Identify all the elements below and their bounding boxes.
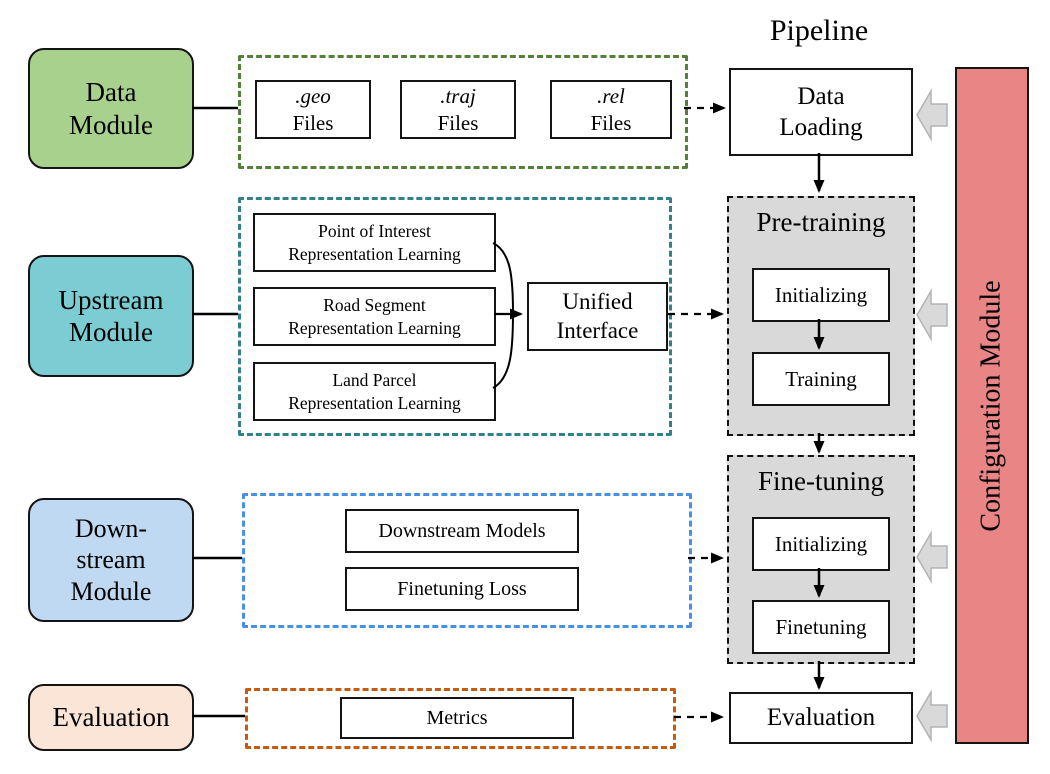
data-files-group (238, 55, 688, 169)
traj-ext-label: .traj (440, 84, 476, 109)
finetuning-initializing-box: Initializing (752, 517, 890, 571)
pipeline-evaluation-box: Evaluation (729, 692, 913, 744)
geo-files-box: .geo Files (255, 80, 371, 139)
traj-files-box: .traj Files (400, 80, 516, 139)
downstream-group (242, 493, 692, 628)
pretraining-title: Pre-training (756, 207, 886, 237)
config-arrow-finetuning-icon (916, 530, 948, 584)
rel-ext-label: .rel (597, 84, 625, 109)
finetuning-loss-box: Finetuning Loss (345, 567, 579, 611)
pretraining-training-box: Training (752, 352, 890, 406)
configuration-module-bar: Configuration Module (955, 67, 1029, 744)
finetuning-title: Fine-tuning (758, 466, 884, 496)
geo-files-label: Files (292, 110, 334, 135)
downstream-models-box: Downstream Models (345, 509, 579, 553)
config-arrow-pretraining-icon (916, 288, 948, 342)
config-arrow-evaluation-icon (916, 689, 948, 743)
downstream-module-label: Down- stream Module (70, 514, 152, 606)
evaluation-group (245, 688, 676, 749)
traj-files-label: Files (437, 110, 479, 135)
downstream-module-box: Down- stream Module (28, 498, 194, 622)
data-loading-box: Data Loading (729, 68, 913, 156)
poi-representation-box: Point of Interest Representation Learnin… (253, 213, 496, 272)
upstream-module-box: Upstream Module (28, 255, 194, 377)
configuration-module-label: Configuration Module (976, 279, 1008, 532)
evaluation-module-label: Evaluation (52, 702, 170, 733)
unified-interface-box: Unified Interface (527, 282, 668, 351)
metrics-box: Metrics (340, 697, 574, 739)
pipeline-title: Pipeline (769, 14, 869, 47)
config-arrow-data-loading-icon (916, 88, 948, 142)
geo-ext-label: .geo (295, 84, 331, 109)
land-parcel-representation-box: Land Parcel Representation Learning (253, 362, 496, 421)
rel-files-box: .rel Files (550, 80, 672, 139)
evaluation-module-box: Evaluation (28, 684, 194, 751)
data-module-box: Data Module (28, 48, 194, 169)
finetuning-finetuning-box: Finetuning (752, 600, 890, 654)
upstream-tasks-group (238, 197, 672, 436)
data-module-label: Data Module (69, 77, 153, 140)
road-segment-representation-box: Road Segment Representation Learning (253, 287, 496, 346)
upstream-module-label: Upstream Module (58, 284, 164, 347)
pretraining-initializing-box: Initializing (752, 268, 890, 322)
rel-files-label: Files (590, 110, 632, 135)
